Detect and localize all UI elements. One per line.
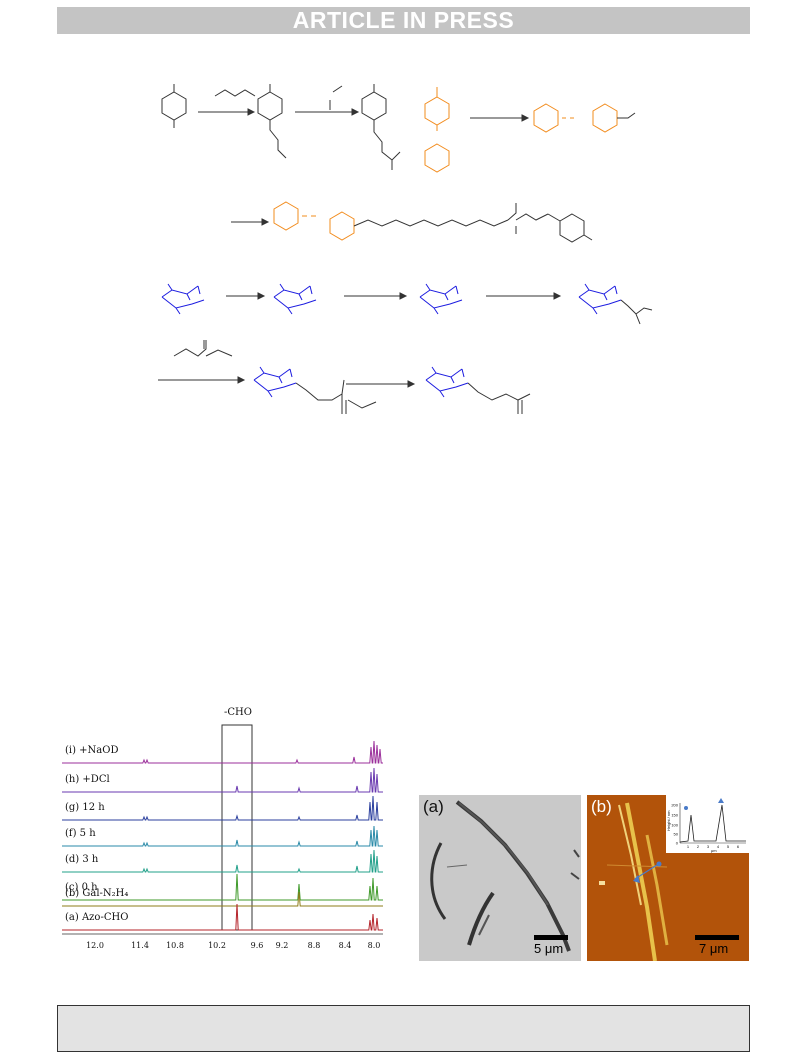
nmr-spectrum-line — [62, 740, 383, 764]
reaction-arrow-7 — [486, 292, 562, 300]
galactose-3 — [419, 283, 463, 315]
nmr-spectra-stack — [62, 740, 383, 931]
nmr-spectrum-label: (h) +DCl — [65, 774, 110, 785]
footer-citation-box — [57, 1005, 750, 1052]
benzene-ring-4 — [559, 213, 593, 243]
nmr-spectrum-line — [62, 873, 383, 901]
cho-box-label: -CHO — [224, 707, 252, 718]
reaction-arrow-8 — [158, 376, 246, 384]
nmr-spectra-figure: -CHO (i) +NaOD (h) +DCl (g) 12 h (f) 5 h (d)… — [62, 707, 383, 950]
reagent-chain-1 — [214, 89, 256, 97]
inset-ytick-label: 50 — [674, 832, 679, 837]
profile-triangle-marker — [718, 798, 724, 803]
galactose-1 — [161, 283, 205, 315]
reaction-arrow-2 — [295, 108, 360, 116]
afm-image — [599, 802, 669, 961]
nmr-tick-label: 8.0 — [368, 941, 381, 950]
nmr-spectrum-label: (f) 5 h — [65, 828, 96, 839]
inset-xtick-label: 2 — [697, 844, 700, 849]
nmr-spectrum-line — [62, 849, 383, 873]
inset-xtick-label: 3 — [707, 844, 710, 849]
reaction-arrow-6 — [344, 292, 408, 300]
tem-image — [430, 800, 580, 952]
inset-xtick-label: 1 — [687, 844, 690, 849]
reagent-hydrazide — [173, 340, 233, 357]
nmr-tick-label: 11.4 — [131, 941, 149, 950]
reaction-arrow-3 — [470, 114, 530, 122]
inset-ytick-label: 200 — [671, 803, 678, 808]
nmr-spectrum-line — [62, 825, 383, 847]
inset-xticks: 1 2 3 4 5 6 — [687, 844, 740, 849]
reaction-arrow-5 — [226, 292, 266, 300]
galactose-6 — [425, 366, 469, 398]
panel-b-scale-bar — [695, 935, 739, 940]
nmr-spectrum-line — [62, 767, 383, 793]
nmr-spectrum-line — [62, 795, 383, 821]
nmr-spectrum-line — [62, 891, 383, 907]
nmr-spectrum-label: (i) +NaOD — [65, 745, 119, 756]
azobenzene-amphiphile — [273, 201, 355, 241]
azobenzene-product — [533, 103, 618, 133]
panel-a-letter: (a) — [423, 797, 444, 816]
inset-ylabel: Height / nm — [666, 810, 671, 831]
nmr-tick-labels: 12.0 11.4 10.8 10.2 9.6 9.2 8.8 8.4 8.0 — [86, 941, 380, 950]
inset-ytick-label: 150 — [671, 813, 678, 818]
reaction-arrow-9 — [346, 380, 416, 388]
galactose-2 — [273, 283, 317, 315]
height-profile-inset: Height / nm 200 150 100 50 0 1 2 3 4 5 6 μm — [666, 795, 749, 853]
azo-phenyl-pair — [424, 87, 450, 173]
panel-a-scale-label: 5 μm — [534, 941, 564, 956]
nmr-tick-label: 10.8 — [166, 941, 184, 950]
inset-ytick-label: 100 — [671, 823, 678, 828]
panel-b-letter: (b) — [591, 797, 612, 816]
nmr-tick-label: 12.0 — [86, 941, 104, 950]
reaction-arrow-1 — [198, 108, 256, 116]
nmr-tick-label: 9.2 — [276, 941, 289, 950]
nmr-spectrum-line — [62, 903, 383, 931]
nmr-tick-label: 8.4 — [339, 941, 352, 950]
panel-b-scale-label: 7 μm — [699, 941, 729, 956]
nmr-tick-label: 9.6 — [251, 941, 264, 950]
article-in-press-banner: ARTICLE IN PRESS — [57, 7, 750, 34]
nmr-spectra-labels: (i) +NaOD (h) +DCl (g) 12 h (f) 5 h (d) 3 h (… — [65, 745, 128, 923]
panel-a-scale-bar — [534, 935, 568, 940]
inset-xlabel: μm — [711, 848, 717, 853]
inset-yticks: 200 150 100 50 0 — [671, 803, 678, 846]
galactose-4 — [578, 283, 622, 315]
reaction-scheme — [158, 84, 653, 414]
galactose-5 — [253, 366, 297, 398]
nmr-spectrum-label: (b) Gal-N₂H₄ — [65, 888, 128, 899]
profile-circle-marker — [684, 806, 688, 810]
cho-highlight-box — [221, 724, 253, 931]
reaction-arrow-4 — [231, 218, 270, 226]
nmr-spectrum-label: (d) 3 h — [65, 854, 99, 865]
nmr-spectrum-label: (a) Azo-CHO — [65, 912, 128, 923]
nmr-tick-label: 10.2 — [208, 941, 226, 950]
inset-xtick-label: 4 — [717, 844, 720, 849]
nmr-spectrum-label: (g) 12 h — [65, 802, 105, 813]
nmr-tick-label: 8.8 — [308, 941, 321, 950]
benzene-ring-3 — [361, 84, 401, 170]
height-profile-line — [679, 804, 746, 843]
nmr-spectrum-label: (c) 0 h — [65, 882, 98, 893]
benzene-ring-2 — [257, 84, 287, 159]
benzene-ring-1 — [161, 84, 187, 128]
tem-panel: (a) 5 μm — [419, 795, 581, 961]
reagent-fragment-2 — [329, 85, 343, 110]
inset-xtick-label: 6 — [737, 844, 740, 849]
alkyl-chain — [353, 219, 509, 227]
height-profile-plot: Height / nm 200 150 100 50 0 1 2 3 4 5 6 μm — [666, 798, 746, 853]
inset-xtick-label: 5 — [727, 844, 730, 849]
inset-ytick-label: 0 — [676, 841, 679, 846]
